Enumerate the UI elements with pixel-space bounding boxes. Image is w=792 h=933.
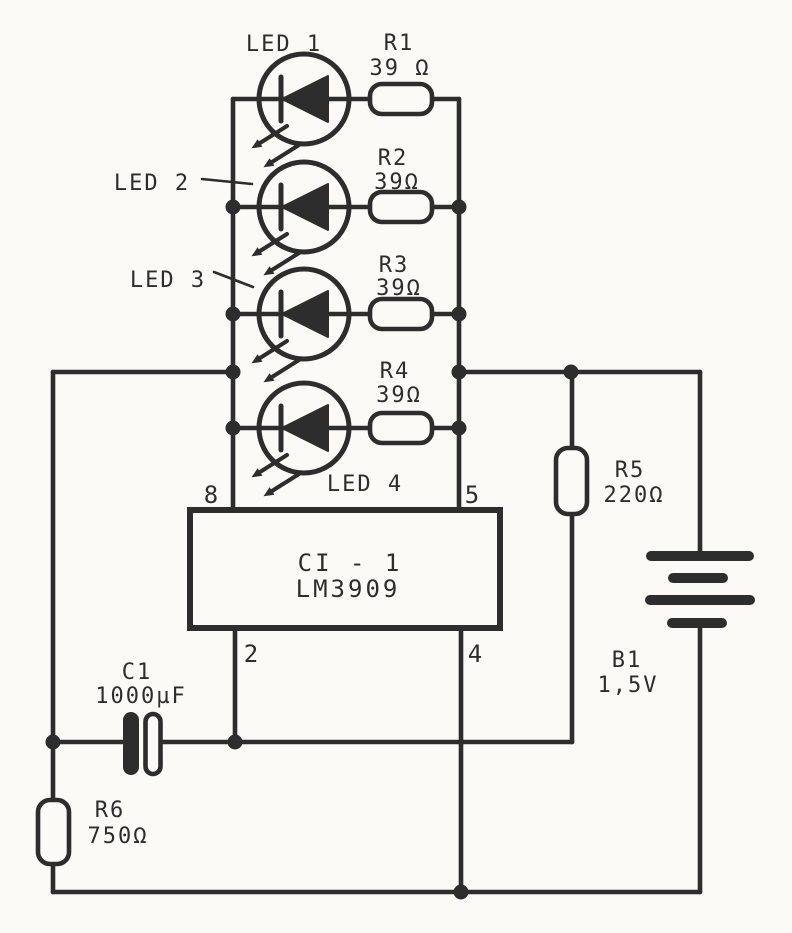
r4-value-label: 39Ω <box>376 383 422 408</box>
r1-ref-label: R1 <box>384 31 415 56</box>
led1-label: LED 1 <box>246 32 322 57</box>
led3-pointer-line <box>212 270 255 289</box>
junction-dot <box>451 420 467 436</box>
junction-dot <box>45 734 61 750</box>
r3-ref-label: R3 <box>379 253 410 278</box>
ic-pin5-label: 5 <box>465 481 481 509</box>
ic-pin4-label: 4 <box>468 640 484 668</box>
led2-pointer-line <box>200 177 254 186</box>
c1-plate-positive <box>143 711 163 777</box>
ic-box <box>187 507 503 631</box>
r2-ref-label: R2 <box>378 146 409 171</box>
b1-ref-label: B1 <box>612 648 643 673</box>
led3-light-rays-icon <box>249 339 301 385</box>
led3-label: LED 3 <box>130 268 206 293</box>
r6-value-label: 750Ω <box>88 824 149 849</box>
junction-dot <box>225 420 241 436</box>
junction-dot <box>225 199 241 215</box>
junction-dot <box>225 364 241 380</box>
junction-dot <box>227 734 243 750</box>
r1-body <box>367 81 435 117</box>
junction-dot <box>453 884 469 900</box>
resistor-bodies <box>35 81 590 867</box>
junction-dot <box>451 306 467 322</box>
ic-part-label: LM3909 <box>296 575 401 603</box>
r6-ref-label: R6 <box>95 798 126 823</box>
r3-value-label: 39Ω <box>376 276 422 301</box>
b1-value-label: 1,5V <box>598 673 659 698</box>
junction-dot <box>451 364 467 380</box>
junction-dot <box>563 364 579 380</box>
c1-symbol <box>123 711 163 777</box>
r4-ref-label: R4 <box>380 359 411 384</box>
junction-dots <box>45 199 579 900</box>
r6-body <box>35 797 72 867</box>
c1-ref-label: C1 <box>122 660 153 685</box>
r5-value-label: 220Ω <box>604 483 665 508</box>
b1-symbol <box>645 551 755 628</box>
junction-dot <box>451 199 467 215</box>
led4-label: LED 4 <box>327 472 403 497</box>
ic-pin2-label: 2 <box>244 640 260 668</box>
r3-body <box>367 296 435 332</box>
ic-pin8-label: 8 <box>204 481 220 509</box>
r2-body <box>367 189 435 225</box>
labels: LED 1 LED 2 LED 3 LED 4 R1 39 Ω R2 39Ω R… <box>88 31 665 849</box>
ic-ref-label: CI - 1 <box>298 549 403 577</box>
r5-body <box>553 445 590 517</box>
r5-ref-label: R5 <box>615 458 646 483</box>
c1-plate-negative <box>123 712 139 775</box>
c1-value-label: 1000µF <box>95 684 186 709</box>
r2-value-label: 39Ω <box>374 170 420 195</box>
led2-label: LED 2 <box>114 171 190 196</box>
r1-value-label: 39 Ω <box>370 56 431 81</box>
led4-light-rays-icon <box>249 453 301 499</box>
junction-dot <box>225 306 241 322</box>
r4-body <box>367 410 435 446</box>
